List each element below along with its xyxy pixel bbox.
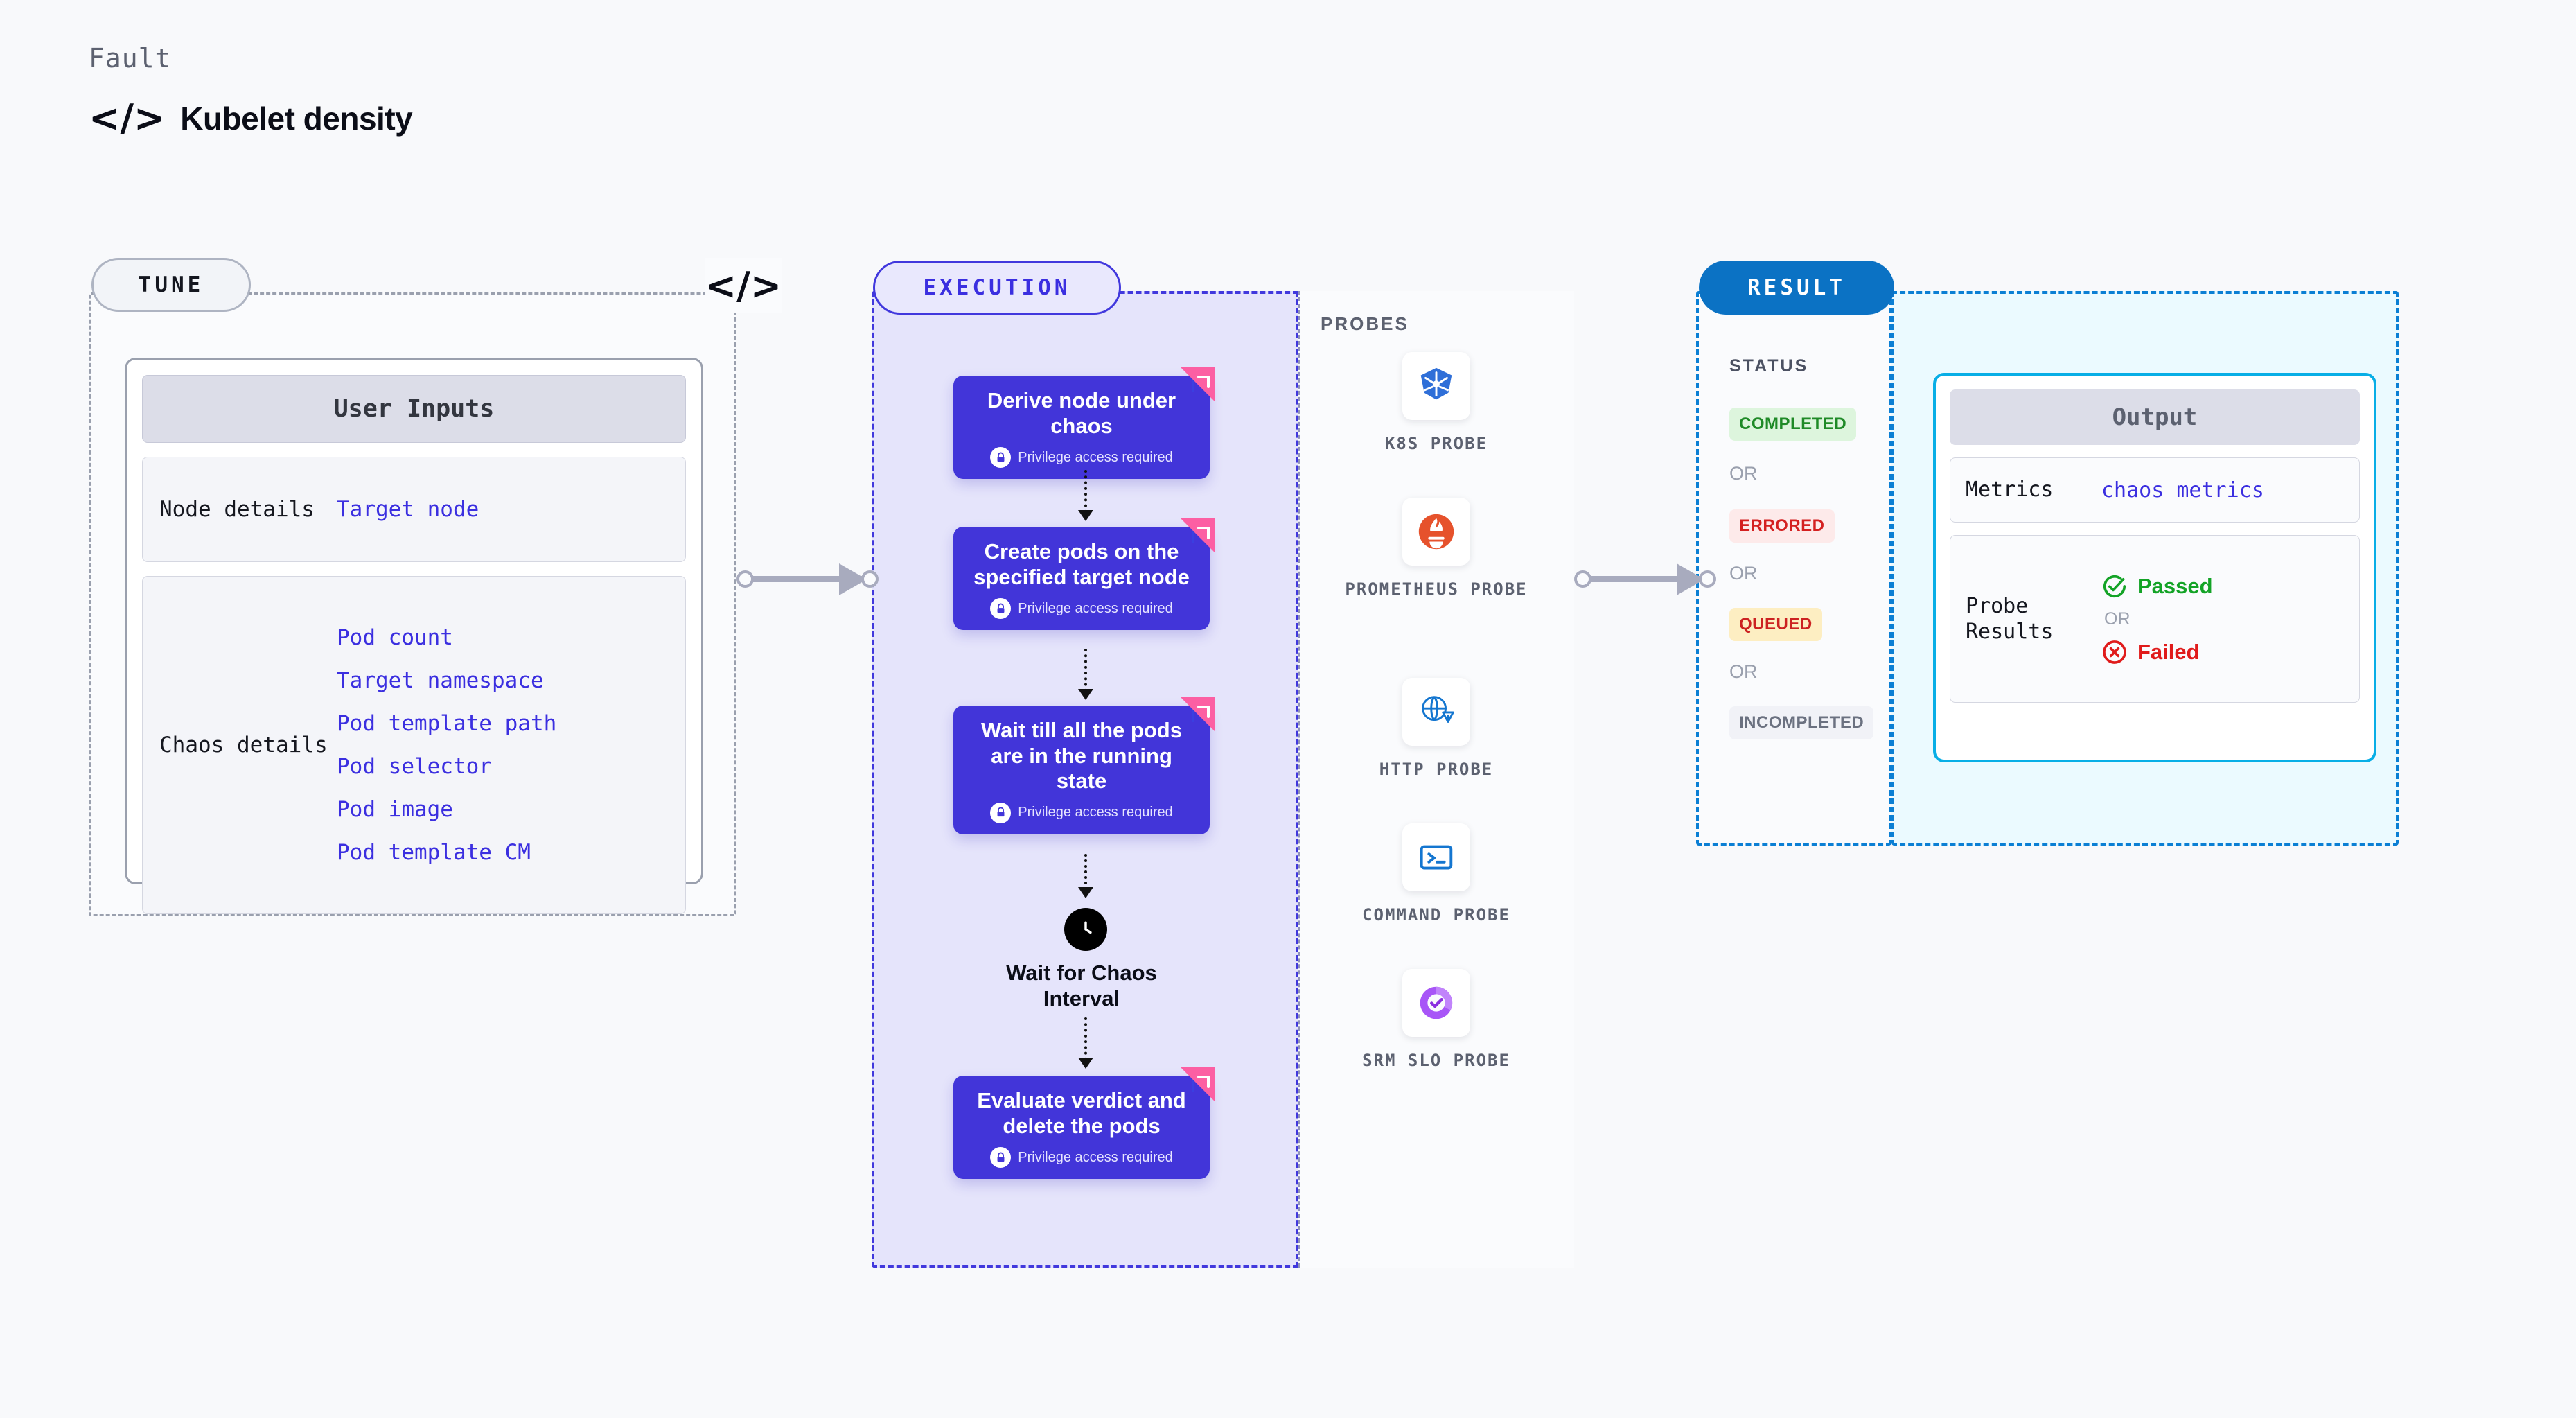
input-field-target-node[interactable]: Target node	[337, 497, 479, 522]
flow-arrow-head	[1078, 1058, 1093, 1069]
step-privilege-note: Privilege access required	[969, 598, 1194, 620]
probe-item-prometheus[interactable]: PROMETHEUS PROBE	[1332, 498, 1540, 600]
step-privilege-note: Privilege access required	[969, 447, 1194, 469]
input-group-label: Node details	[159, 497, 315, 522]
probe-label: SRM SLO PROBE	[1362, 1051, 1510, 1070]
step-title: Create pods on the specified target node	[973, 539, 1190, 589]
flow-arrow-head	[1078, 510, 1093, 521]
fault-kicker: Fault	[89, 43, 172, 73]
output-row-label: Probe Results	[1966, 593, 2054, 645]
ribbon-icon	[1181, 367, 1215, 402]
probe-label: K8S PROBE	[1384, 434, 1488, 453]
input-field-pod-image[interactable]: Pod image	[337, 797, 453, 822]
verdict-failed-label: Failed	[2137, 639, 2200, 664]
verdict-or-label: OR	[2104, 609, 2131, 629]
probe-item-k8s[interactable]: K8S PROBE	[1332, 352, 1540, 455]
ribbon-icon	[1181, 518, 1215, 553]
input-field-pod-selector[interactable]: Pod selector	[337, 754, 492, 779]
probe-item-srm-slo[interactable]: SRM SLO PROBE	[1332, 969, 1540, 1071]
status-title: STATUS	[1729, 356, 1809, 376]
step-privilege-note: Privilege access required	[969, 1147, 1194, 1168]
input-field-pod-count[interactable]: Pod count	[337, 625, 453, 650]
srm-slo-icon	[1402, 969, 1470, 1037]
probe-item-command[interactable]: COMMAND PROBE	[1332, 823, 1540, 926]
input-field-pod-template-cm[interactable]: Pod template CM	[337, 840, 531, 865]
check-circle-icon	[2103, 575, 2126, 597]
execution-step-card[interactable]: Create pods on the specified target node…	[953, 518, 1215, 631]
step-privilege-note: Privilege access required	[969, 802, 1194, 823]
execution-step-card[interactable]: Wait till all the pods are in the runnin…	[953, 697, 1215, 834]
status-or-label: OR	[1729, 661, 1758, 682]
step-privilege-text: Privilege access required	[1018, 805, 1173, 821]
flow-arrow-head	[1078, 689, 1093, 700]
output-row-label: Metrics	[1966, 478, 2054, 502]
step-privilege-text: Privilege access required	[1018, 600, 1173, 616]
lock-icon	[990, 447, 1012, 469]
output-title: Output	[1950, 389, 2360, 445]
flow-arrow-head	[1078, 887, 1093, 898]
execution-step-flow: Derive node under chaos Privilege access…	[872, 291, 1298, 1268]
verdict-failed: Failed	[2101, 639, 2213, 665]
step-title: Wait till all the pods are in the runnin…	[981, 718, 1182, 794]
execution-pill[interactable]: EXECUTION	[873, 261, 1121, 315]
http-globe-icon	[1402, 678, 1470, 746]
user-inputs-title: User Inputs	[142, 375, 686, 443]
probe-item-http[interactable]: HTTP PROBE	[1332, 678, 1540, 780]
fault-title-row: </> Kubelet density	[89, 96, 413, 140]
probe-label: PROMETHEUS PROBE	[1345, 579, 1528, 599]
user-inputs-card: User Inputs Node details Target node Cha…	[125, 358, 703, 914]
input-group-node-details: Node details Target node	[142, 457, 686, 562]
flow-arrow-line	[1084, 649, 1087, 692]
x-circle-icon	[2103, 640, 2126, 664]
lock-icon	[990, 1147, 1012, 1168]
status-or-label: OR	[1729, 563, 1758, 584]
status-badge-incompleted: INCOMPLETED	[1729, 706, 1874, 739]
status-badge-errored: ERRORED	[1729, 509, 1835, 543]
prometheus-icon	[1402, 498, 1470, 566]
verdict-passed-label: Passed	[2137, 573, 2213, 598]
wait-node-label: Wait for Chaos Interval	[1006, 961, 1157, 1011]
flow-arrow-line	[1084, 1017, 1087, 1060]
step-privilege-text: Privilege access required	[1018, 1149, 1173, 1165]
result-pill[interactable]: RESULT	[1699, 261, 1894, 315]
step-privilege-text: Privilege access required	[1018, 449, 1173, 465]
status-or-label: OR	[1729, 463, 1758, 484]
input-field-target-namespace[interactable]: Target namespace	[337, 668, 544, 693]
verdict-passed: Passed	[2101, 573, 2213, 599]
connector-execution-to-result	[1574, 558, 1716, 599]
output-metrics-value[interactable]: chaos metrics	[2101, 478, 2264, 502]
probes-title: PROBES	[1321, 313, 1409, 334]
output-card: Output Metrics chaos metrics Probe Resul…	[1933, 373, 2376, 762]
kubernetes-icon	[1402, 352, 1470, 420]
execution-step-card[interactable]: Evaluate verdict and delete the pods Pri…	[953, 1067, 1215, 1180]
page-header: Fault </> Kubelet density	[89, 43, 413, 140]
probe-label: HTTP PROBE	[1379, 760, 1494, 779]
lock-icon	[990, 598, 1012, 620]
code-connector-icon: </>	[705, 258, 782, 313]
tune-pill[interactable]: TUNE	[91, 258, 251, 312]
ribbon-icon	[1181, 1067, 1215, 1102]
clock-icon	[1064, 908, 1107, 951]
terminal-icon	[1402, 823, 1470, 891]
connector-tune-to-execution	[736, 558, 879, 599]
flow-arrow-line	[1084, 854, 1087, 890]
lock-icon	[990, 802, 1012, 823]
output-row-probe-results: Probe Results Passed OR Failed	[1950, 535, 2360, 703]
probe-label: COMMAND PROBE	[1362, 905, 1510, 925]
flow-arrow-line	[1084, 470, 1087, 513]
probes-section	[1298, 291, 1574, 1268]
step-title: Evaluate verdict and delete the pods	[977, 1088, 1186, 1138]
ribbon-icon	[1181, 697, 1215, 732]
status-badge-completed: COMPLETED	[1729, 408, 1857, 441]
code-icon: </>	[89, 96, 166, 140]
execution-step-card[interactable]: Derive node under chaos Privilege access…	[953, 367, 1215, 480]
status-badge-queued: QUEUED	[1729, 608, 1822, 641]
input-group-chaos-details: Chaos details Pod count Target namespace…	[142, 576, 686, 914]
step-title: Derive node under chaos	[987, 388, 1176, 438]
input-group-label: Chaos details	[159, 733, 328, 758]
page-title: Kubelet density	[180, 100, 413, 137]
input-field-pod-template-path[interactable]: Pod template path	[337, 711, 557, 736]
output-row-metrics: Metrics chaos metrics	[1950, 457, 2360, 523]
